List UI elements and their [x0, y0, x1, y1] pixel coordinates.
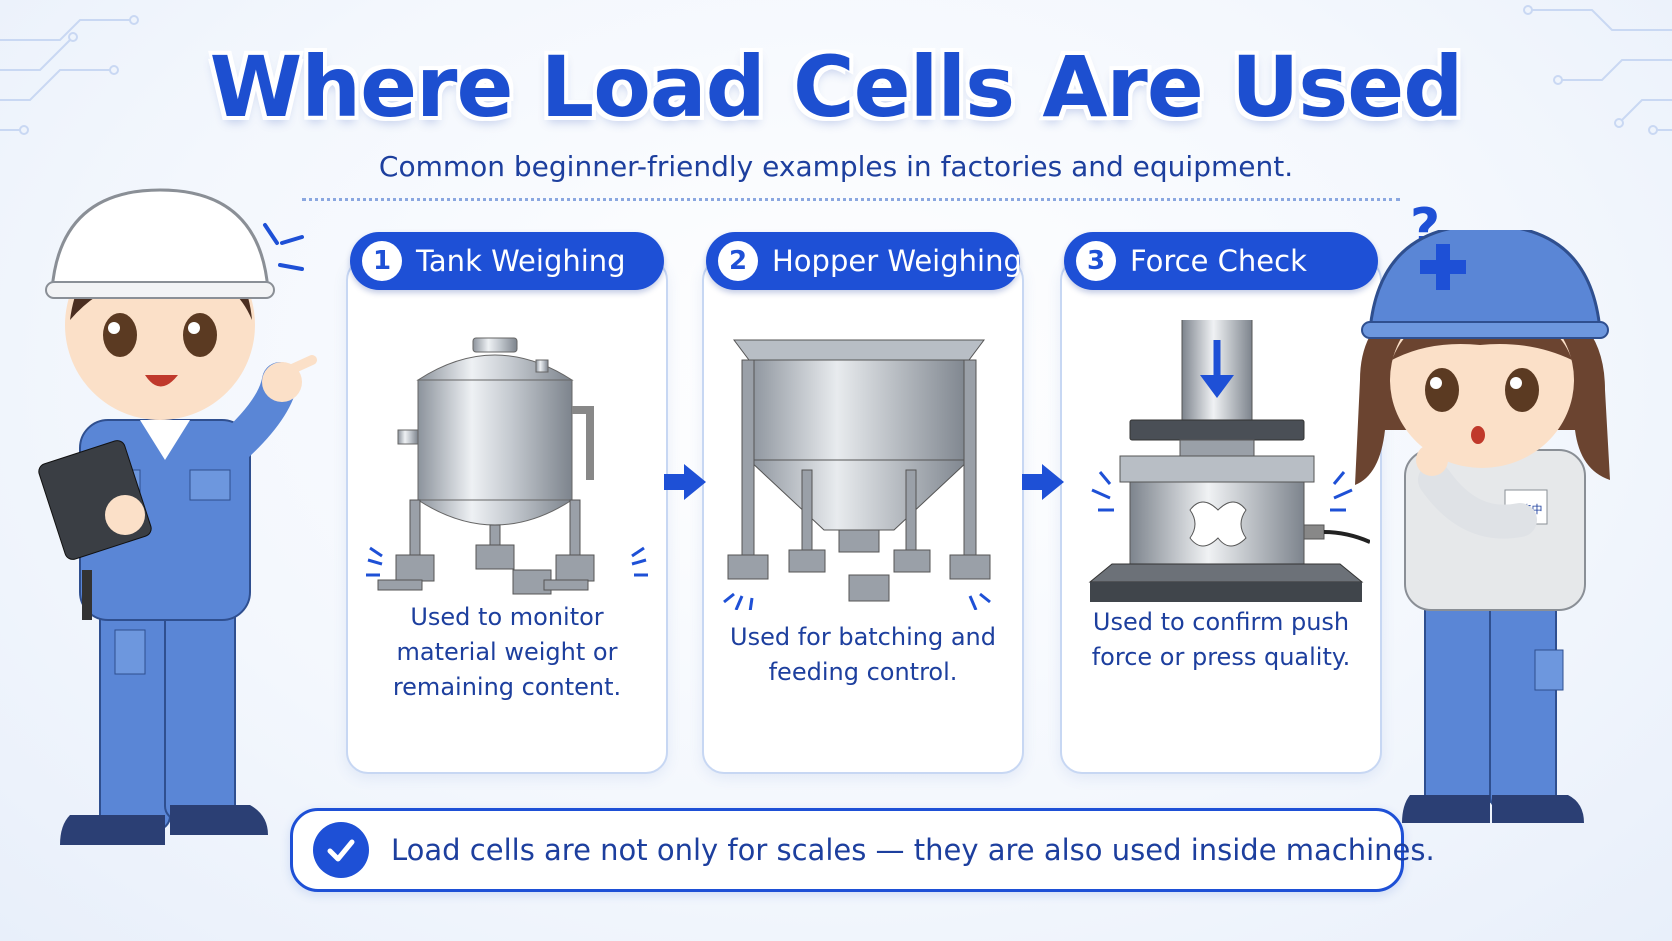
hopper-illustration — [723, 339, 991, 610]
card-description: Used for batching and feeding control. — [730, 623, 996, 686]
circuit-decoration-left — [0, 15, 139, 135]
banner-text: Load cells are not only for scales — the… — [391, 833, 1435, 867]
card-title: Tank Weighing — [416, 244, 626, 278]
card-tank-weighing: 1 Tank Weighing Used to monitor materia — [346, 232, 668, 774]
card-number: 3 — [1076, 241, 1116, 281]
card-header: 1 Tank Weighing — [350, 232, 664, 290]
card-number: 1 — [362, 241, 402, 281]
female-worker-character: 研修中 — [1355, 230, 1610, 823]
card-description: Used to confirm push force or press qual… — [1091, 608, 1351, 671]
exclaim-lines-icon — [263, 223, 304, 271]
male-worker-character — [38, 188, 317, 845]
card-number: 2 — [718, 241, 758, 281]
page-title: Where Load Cells Are Used — [209, 38, 1464, 136]
page-subtitle: Common beginner-friendly examples in fac… — [378, 150, 1294, 183]
card-title: Force Check — [1130, 244, 1307, 278]
card-header: 2 Hopper Weighing — [706, 232, 1022, 290]
circuit-decoration-right — [1523, 5, 1672, 135]
checkmark-icon — [313, 822, 369, 878]
tank-illustration — [366, 337, 648, 595]
force-press-illustration — [1088, 320, 1370, 602]
card-description: Used to monitor material weight or remai… — [392, 603, 622, 701]
arrow-right-icon — [1022, 464, 1064, 500]
card-title: Hopper Weighing — [772, 244, 1022, 278]
card-force-check: 3 Force Check Used to confirm push force… — [1060, 232, 1382, 774]
summary-banner: Load cells are not only for scales — the… — [290, 808, 1435, 892]
arrow-right-icon — [664, 464, 706, 500]
card-hopper-weighing: 2 Hopper Weighing Used for batching and … — [702, 232, 1024, 774]
card-header: 3 Force Check — [1064, 232, 1378, 290]
dotted-divider — [302, 198, 1400, 201]
